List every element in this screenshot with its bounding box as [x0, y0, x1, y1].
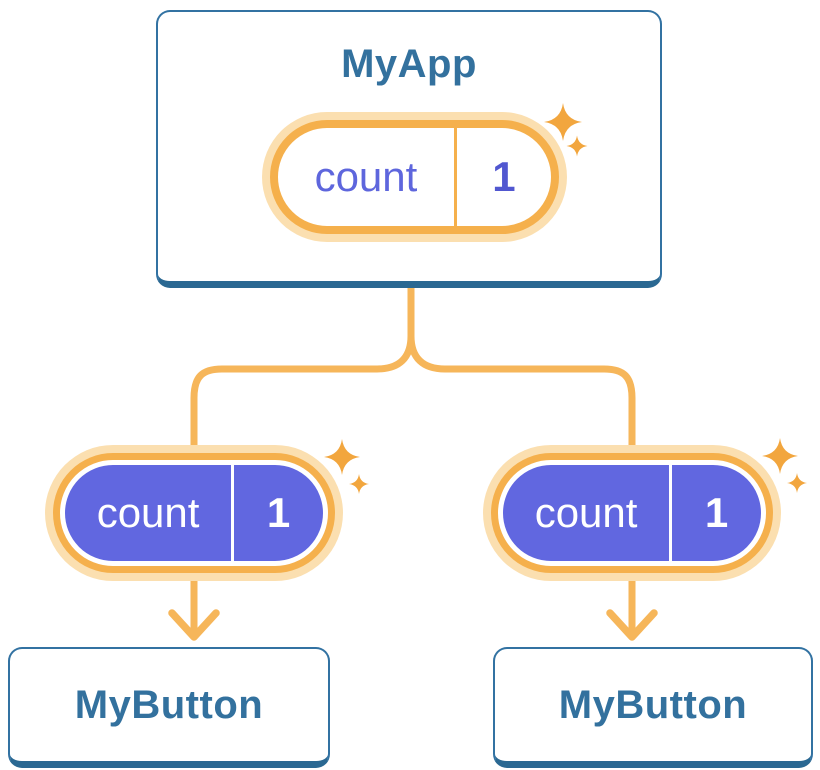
sparkle-icon: [324, 439, 360, 475]
mybutton-title: MyButton: [558, 682, 748, 727]
arrow-down-icon: [168, 609, 220, 641]
mybutton-card-right: MyButton: [493, 647, 813, 768]
sparkle-icon: [349, 474, 369, 494]
arrow-down-icon: [606, 609, 658, 641]
connector-branch-left: [190, 332, 415, 466]
myapp-title: MyApp: [341, 42, 477, 86]
state-label: count: [96, 489, 200, 536]
mybutton-title: MyButton: [74, 682, 264, 727]
state-label: count: [314, 153, 418, 200]
connector-branch-right: [407, 332, 636, 466]
mybutton-card-left: MyButton: [8, 647, 330, 768]
pill-divider-icon: [669, 465, 673, 561]
child-state-pill-right: count 1: [498, 460, 766, 566]
child-state-pill-left: count 1: [60, 460, 328, 566]
state-value: 1: [704, 489, 729, 536]
sparkle-icon: [787, 473, 807, 493]
root-state-pill: count 1: [270, 120, 559, 234]
pill-divider-icon: [231, 465, 235, 561]
state-label: count: [534, 489, 638, 536]
sparkle-icon: [762, 438, 798, 474]
arrow-heads: [168, 609, 658, 641]
state-value: 1: [266, 489, 291, 536]
state-value: 1: [492, 153, 516, 200]
pill-divider-icon: [453, 128, 457, 226]
